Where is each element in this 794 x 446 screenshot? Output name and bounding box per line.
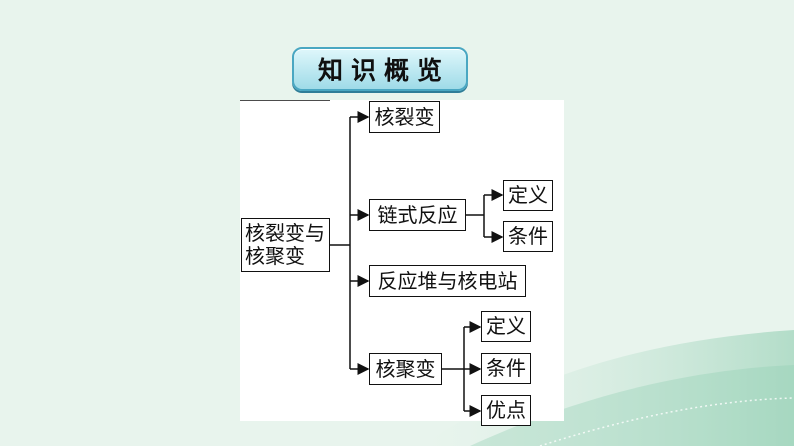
node-chain-condition: 条件 [503,221,553,252]
node-fusion-advantage: 优点 [481,395,531,426]
node-root-line1: 核裂变与 [245,221,325,245]
node-reactor: 反应堆与核电站 [369,265,526,297]
node-root: 核裂变与 核聚变 [241,218,330,272]
node-chain-reaction: 链式反应 [369,199,466,231]
node-fusion-condition: 条件 [481,353,531,384]
connector-lines [240,100,504,417]
title-badge: 知识概览 [292,47,468,91]
node-root-line2: 核聚变 [245,244,305,268]
node-chain-definition: 定义 [503,180,553,211]
node-fission: 核裂变 [369,101,440,133]
page-title: 知识概览 [317,56,450,85]
node-fusion-definition: 定义 [481,311,531,342]
node-fusion: 核聚变 [369,353,442,385]
